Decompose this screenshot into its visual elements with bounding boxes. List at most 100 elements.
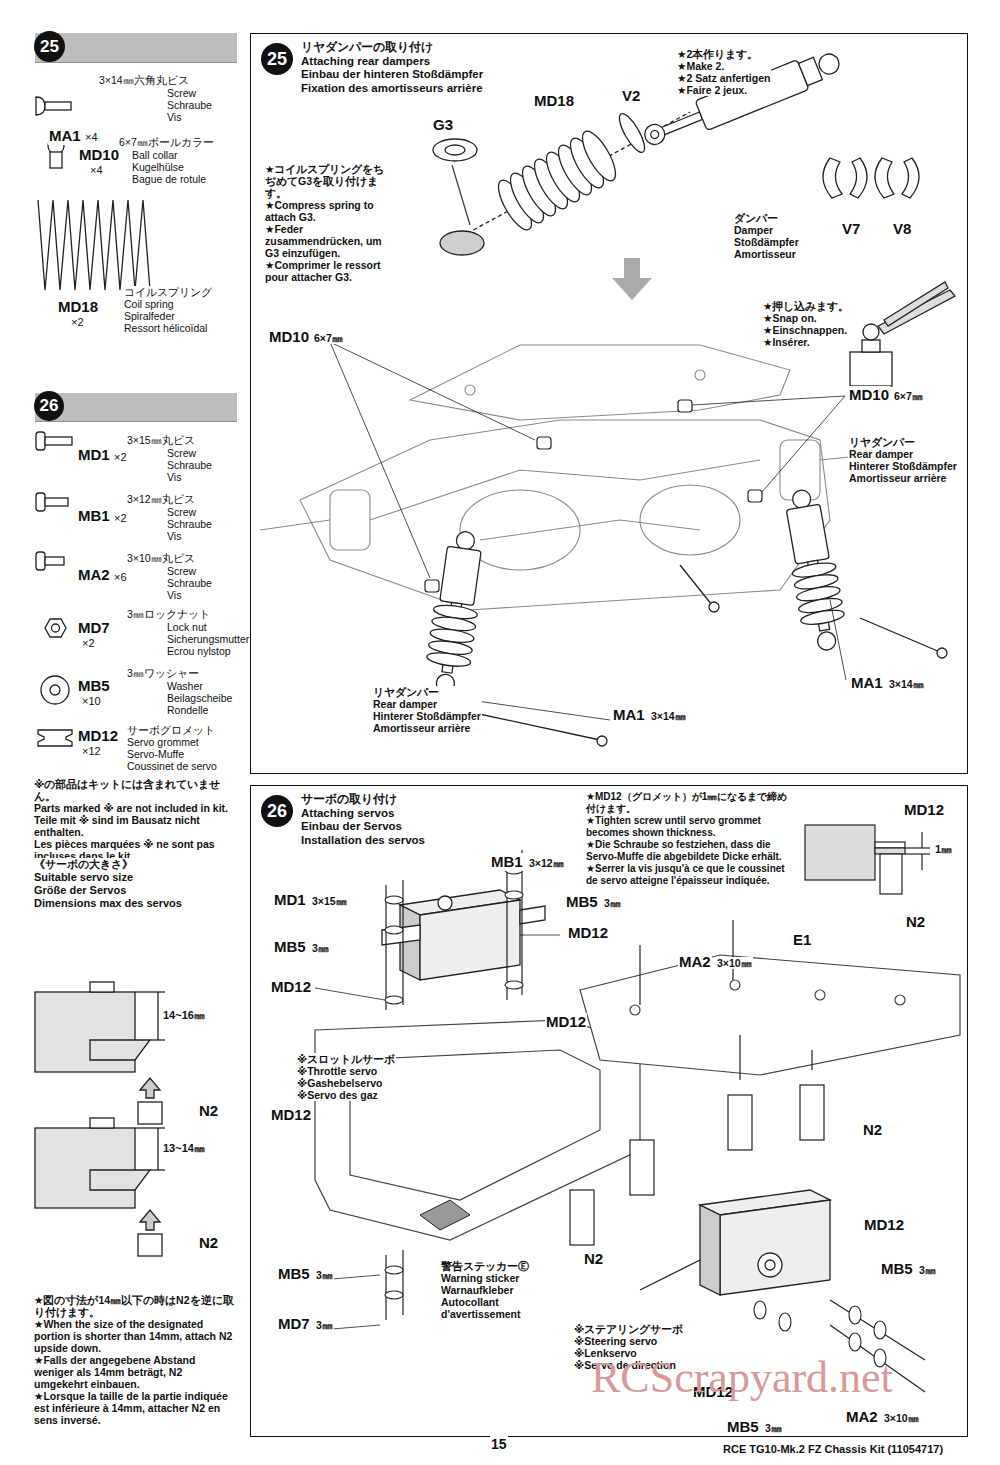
part-code: MD12 bbox=[77, 727, 119, 745]
label-group: N2 bbox=[198, 1102, 219, 1120]
label-text: リヤダンパー bbox=[848, 436, 958, 448]
label-group: MB1 bbox=[490, 853, 524, 871]
part-code: MD7 bbox=[277, 1315, 311, 1333]
snap-on-detail bbox=[863, 324, 879, 340]
servo-size-figure bbox=[90, 1118, 114, 1128]
snap-on-detail bbox=[878, 290, 955, 334]
chassis-outline bbox=[370, 460, 760, 520]
chassis-outline bbox=[410, 345, 790, 420]
servo-size-figure bbox=[35, 982, 165, 1256]
label-text: Schraube bbox=[166, 518, 213, 530]
part-code: MD12 bbox=[270, 978, 312, 996]
leader-line bbox=[762, 396, 845, 492]
label-text: Servo-Muffe bbox=[126, 748, 218, 760]
label-group: MB5 bbox=[880, 1260, 914, 1278]
label-text: Screw bbox=[166, 87, 213, 99]
screw bbox=[506, 855, 507, 1000]
label-group: ★MD12（グロメット）が1㎜になるまで締め付けます。★Tighten scre… bbox=[585, 791, 797, 887]
damper-exploded bbox=[452, 165, 470, 225]
part-code: N2 bbox=[905, 913, 926, 931]
label-text: Parts marked ※ are not included in kit. bbox=[33, 802, 238, 814]
rear-damper bbox=[422, 529, 488, 696]
title-line: Installation des servos bbox=[301, 834, 425, 848]
damper-exploded bbox=[576, 127, 621, 185]
label-text: 3×14㎜六角丸ビス bbox=[98, 74, 190, 86]
step-number: 26 bbox=[34, 391, 64, 421]
label-group: MD12 bbox=[545, 1013, 587, 1031]
part-code: N2 bbox=[862, 1121, 883, 1139]
snap-on-detail bbox=[850, 352, 892, 386]
label-text: 6×7㎜ボールカラー bbox=[118, 136, 215, 148]
label-group: ★図の寸法が14㎜以下の時はN2を逆に取り付けます。★When the size… bbox=[33, 1294, 238, 1426]
title-line: Einbau der Servos bbox=[301, 820, 425, 834]
screw-ma1 bbox=[597, 736, 607, 746]
label-text: ★Insérer. bbox=[762, 336, 850, 348]
chassis-outline bbox=[260, 520, 330, 530]
part-code: V2 bbox=[621, 87, 641, 105]
throttle-servo bbox=[420, 900, 520, 980]
block-n2 bbox=[728, 1095, 752, 1150]
title-line: Einbau der hinteren Stoßdämpfer bbox=[301, 68, 483, 82]
label-text: Ball collar bbox=[131, 149, 207, 161]
part-code: MA2 bbox=[77, 566, 111, 584]
servo-plate bbox=[730, 980, 740, 990]
label-group: Ball collarKugelhülseBague de rotule bbox=[131, 149, 207, 185]
washer-grommet bbox=[505, 981, 523, 989]
part-code: MB5 bbox=[77, 677, 111, 695]
part-code: MD18 bbox=[533, 92, 575, 110]
label-text: 3㎜ワッシャー bbox=[126, 667, 200, 679]
label-group: V7 bbox=[841, 220, 861, 238]
label-text: Ressort hélicoïdal bbox=[123, 322, 213, 334]
part-icon bbox=[38, 730, 72, 746]
down-arrow bbox=[612, 258, 652, 300]
label-group: ×2 bbox=[113, 451, 128, 464]
screw-ma1 bbox=[470, 712, 600, 740]
label-group: Lock nutSicherungsmutterEcrou nylstop bbox=[166, 621, 250, 657]
label-group: ★2本作ります。★Make 2.★2 Satz anfertigen★Faire… bbox=[676, 48, 771, 96]
rear-damper bbox=[800, 608, 845, 627]
label-group: 3×15㎜ bbox=[311, 895, 348, 907]
label-group: MD10 bbox=[78, 146, 120, 164]
grommet-detail bbox=[875, 848, 905, 854]
label-group: ※の部品はキットには含まれていません。Parts marked ※ are no… bbox=[33, 778, 238, 862]
step-header-bar: 26 bbox=[35, 393, 237, 421]
label-text: 3㎜ bbox=[764, 1422, 783, 1434]
label-text: Coussinet de servo bbox=[126, 760, 218, 772]
steering-servo bbox=[640, 1190, 830, 1295]
label-text: Kugelhülse bbox=[131, 161, 207, 173]
label-text: Amortisseur bbox=[733, 248, 800, 260]
part-code: MB5 bbox=[565, 893, 599, 911]
servo-size-figure bbox=[90, 1040, 150, 1060]
label-group: MB5 bbox=[77, 677, 111, 695]
chassis-outline bbox=[330, 490, 370, 550]
label-text: ※Throttle servo bbox=[296, 1065, 396, 1077]
damper-exploded bbox=[440, 231, 484, 255]
label-text: ★MD12（グロメット）が1㎜になるまで締め付けます。 bbox=[585, 791, 797, 815]
part-icon bbox=[36, 432, 45, 450]
label-group: MD10 bbox=[848, 386, 890, 404]
part-code: MD12 bbox=[270, 1106, 312, 1124]
servo-size-figure bbox=[135, 1127, 165, 1128]
label-text: 6×7㎜ bbox=[893, 390, 924, 402]
screw bbox=[639, 945, 640, 1005]
label-text: ※ステアリングサーボ bbox=[573, 1323, 684, 1335]
part-icon bbox=[50, 152, 62, 168]
panel-frame-line bbox=[315, 935, 560, 1330]
throttle-servo bbox=[520, 906, 545, 924]
leader-line bbox=[470, 700, 610, 720]
washer-grommet bbox=[385, 1266, 403, 1274]
grommet-detail bbox=[805, 825, 930, 894]
screw-ma1 bbox=[709, 602, 719, 612]
damper-exploded bbox=[823, 158, 842, 198]
label-group: ★押し込みます。★Snap on.★Einschnappen.★Insérer. bbox=[762, 300, 850, 348]
label-text: Hinterer Stoßdämpfer bbox=[372, 710, 482, 722]
label-group: 13~14㎜ bbox=[162, 1142, 206, 1155]
label-group: 6×7㎜ bbox=[893, 390, 924, 402]
part-icon bbox=[45, 102, 71, 110]
label-group: ScrewSchraubeVis bbox=[166, 506, 213, 542]
damper-exploded bbox=[615, 110, 649, 155]
label-group: 6×7㎜ボールカラー bbox=[118, 136, 215, 148]
part-code: V7 bbox=[841, 220, 861, 238]
part-icon bbox=[38, 200, 150, 290]
